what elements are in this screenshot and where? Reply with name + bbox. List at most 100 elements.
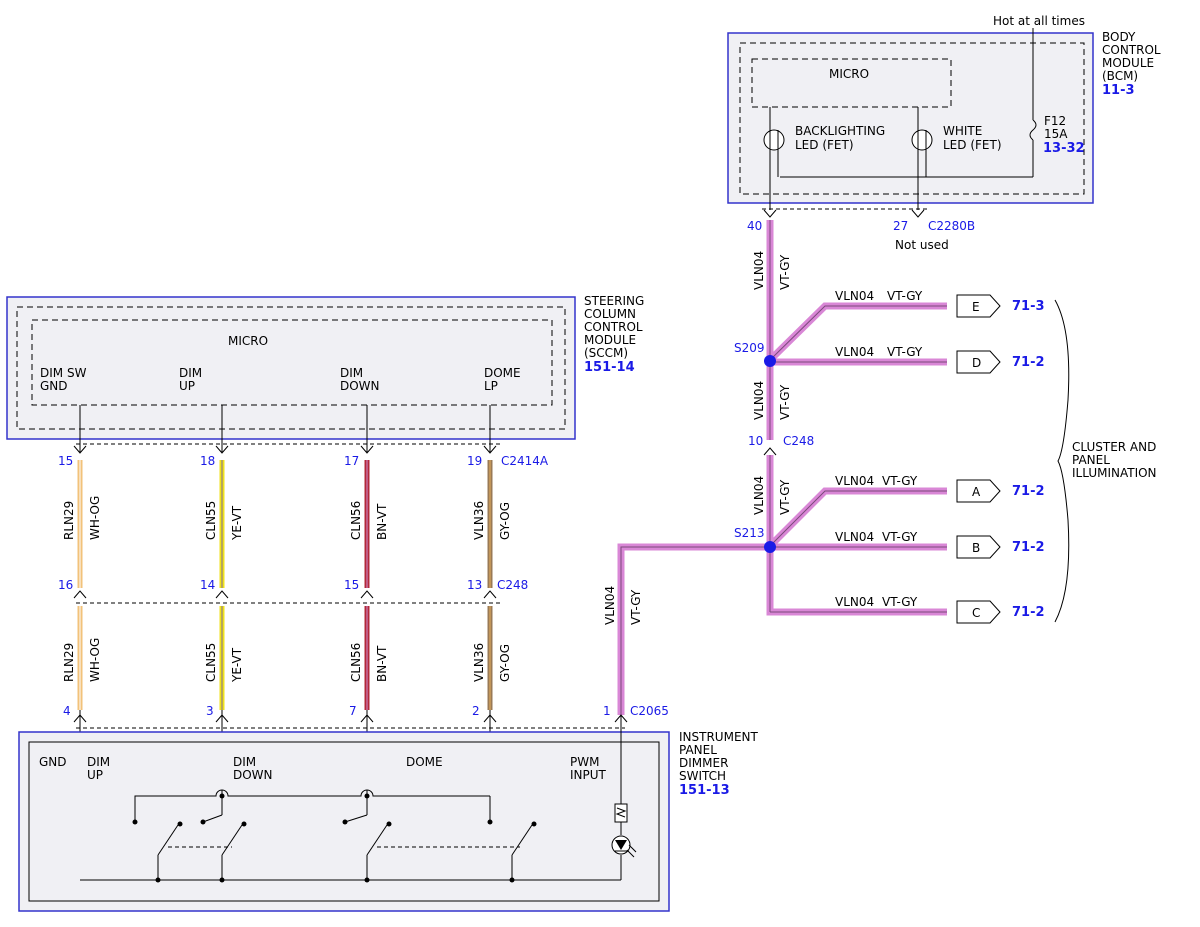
splice-s209 <box>764 355 776 367</box>
dimmer-dimdown-label-1: DIM <box>233 755 256 769</box>
sccm-pin3-label-2: DOWN <box>340 379 380 393</box>
vln36-circuit-bot: VLN36 <box>472 643 486 682</box>
pwm-wire-circuit: VLN04 <box>603 586 617 625</box>
trunk-c248-label: C248 <box>783 434 814 448</box>
sccm-connector-label: C2414A <box>501 454 549 468</box>
cln55-circuit-top: CLN55 <box>204 501 218 540</box>
fuse-ref-link[interactable]: 13-32 <box>1043 141 1085 156</box>
sccm-micro-label: MICRO <box>228 334 268 348</box>
trunk-circuit-1: VLN04 <box>752 251 766 290</box>
bcm-ref-link[interactable]: 11-3 <box>1102 83 1135 98</box>
trunk-color-2: VT-GY <box>778 384 792 420</box>
dimmer-pwm-label-2: INPUT <box>570 768 607 782</box>
sccm-pin4-label-1: DOME <box>484 366 521 380</box>
bcm-pin-40: 40 <box>747 219 762 233</box>
branch-e[interactable]: VLN04 VT-GY E 71-3 <box>835 289 1045 318</box>
rln29-color-top: WH-OG <box>88 496 102 540</box>
bcm-pin-27: 27 <box>893 219 908 233</box>
dimmer-dimup-label-2: UP <box>87 768 103 782</box>
cln56-circuit-top: CLN56 <box>349 501 363 540</box>
branch-e-connector-icon <box>956 294 1001 318</box>
dimmer-dome-label: DOME <box>406 755 443 769</box>
sccm-title-2: COLUMN <box>584 307 636 321</box>
branch-a[interactable]: VLN04 VT-GY A 71-2 <box>835 474 1045 503</box>
cln55-color-bot: YE-VT <box>230 647 244 683</box>
branch-a-connector-icon <box>956 479 1001 503</box>
splice-s213-label: S213 <box>734 526 765 540</box>
cluster-label-1: CLUSTER AND <box>1072 440 1156 454</box>
dimmer-dimdown-label-2: DOWN <box>233 768 273 782</box>
sccm-pin2-label-2: UP <box>179 379 195 393</box>
vln36-color-top: GY-OG <box>498 502 512 540</box>
branch-d-letter: D <box>972 356 981 370</box>
branch-d-circuit: VLN04 <box>835 345 874 359</box>
sccm-module: MICRO DIM SW GND DIM UP DIM DOWN DOME LP… <box>6 294 644 440</box>
dimmer-pwm-label-1: PWM <box>570 755 599 769</box>
splice-s213 <box>764 541 776 553</box>
bcm-title-1: BODY <box>1102 30 1136 44</box>
branch-a-ref-link[interactable]: 71-2 <box>1012 484 1045 499</box>
dimmer-pin-1: 1 <box>603 704 611 718</box>
sccm-pin4-label-2: LP <box>484 379 498 393</box>
bcm-title-3: MODULE <box>1102 56 1154 70</box>
sccm-pin1-label-2: GND <box>40 379 68 393</box>
cluster-brace <box>1054 299 1070 623</box>
white-fet-icon <box>911 129 933 151</box>
backlight-fet-icon <box>763 129 785 151</box>
c248-label: C248 <box>497 578 528 592</box>
cln56-color-bot: BN-VT <box>375 645 389 682</box>
pin-18-top: 18 <box>200 454 215 468</box>
branch-e-circuit: VLN04 <box>835 289 874 303</box>
not-used-label: Not used <box>895 238 949 252</box>
cln56-color-top: BN-VT <box>375 503 389 540</box>
branch-b-letter: B <box>972 541 980 555</box>
branch-e-ref-link[interactable]: 71-3 <box>1012 299 1045 314</box>
pin-19-top: 19 <box>467 454 482 468</box>
sccm-ref-link[interactable]: 151-14 <box>584 360 635 375</box>
trunk-color-3: VT-GY <box>778 479 792 515</box>
branch-c-letter: C <box>972 606 980 620</box>
sccm-pin2-label-1: DIM <box>179 366 202 380</box>
led-icon <box>611 835 637 858</box>
branch-d-ref-link[interactable]: 71-2 <box>1012 355 1045 370</box>
trunk-circuit-3: VLN04 <box>752 476 766 515</box>
pin-16-mid: 16 <box>58 578 73 592</box>
branch-b-ref-link[interactable]: 71-2 <box>1012 540 1045 555</box>
pin-2-bot: 2 <box>472 704 480 718</box>
bcm-title-2: CONTROL <box>1102 43 1161 57</box>
dimmer-title-1: INSTRUMENT <box>679 730 758 744</box>
branch-d[interactable]: VLN04 VT-GY D 71-2 <box>835 345 1045 374</box>
bcm-micro-label: MICRO <box>829 67 869 81</box>
rln29-circuit-bot: RLN29 <box>62 643 76 682</box>
bcm-title-4: (BCM) <box>1102 69 1138 83</box>
dimmer-switch: GND DIM UP DIM DOWN DOME PWM INPUT INSTR… <box>18 715 758 912</box>
trunk-color-1: VT-GY <box>778 254 792 290</box>
fuse-rating: 15A <box>1044 127 1068 141</box>
branch-b[interactable]: VLN04 VT-GY B 71-2 <box>835 530 1045 559</box>
branch-d-connector-icon <box>956 350 1001 374</box>
switch-contacts <box>132 793 537 883</box>
sccm-title-1: STEERING <box>584 294 644 308</box>
pin-15-mid: 15 <box>344 578 359 592</box>
pin-7-bot: 7 <box>349 704 357 718</box>
cln56-circuit-bot: CLN56 <box>349 643 363 682</box>
white-label-2: LED (FET) <box>943 138 1002 152</box>
sccm-title-3: CONTROL <box>584 320 643 334</box>
branch-a-letter: A <box>972 485 981 499</box>
branch-e-color: VT-GY <box>887 289 923 303</box>
vln36-color-bot: GY-OG <box>498 644 512 682</box>
cln55-circuit-bot: CLN55 <box>204 643 218 682</box>
sccm-pin3-label-1: DIM <box>340 366 363 380</box>
backlight-label-2: LED (FET) <box>795 138 854 152</box>
dimmer-title-2: PANEL <box>679 743 717 757</box>
pin-13-mid: 13 <box>467 578 482 592</box>
branch-b-color: VT-GY <box>882 530 918 544</box>
branch-c[interactable]: VLN04 VT-GY C 71-2 <box>835 595 1045 624</box>
trunk-c248-pin: 10 <box>748 434 763 448</box>
wire-cln55 <box>215 405 229 790</box>
dimmer-connector-label: C2065 <box>630 704 669 718</box>
dimmer-gnd-label: GND <box>39 755 67 769</box>
branch-c-ref-link[interactable]: 71-2 <box>1012 605 1045 620</box>
dimmer-ref-link[interactable]: 151-13 <box>679 783 730 798</box>
